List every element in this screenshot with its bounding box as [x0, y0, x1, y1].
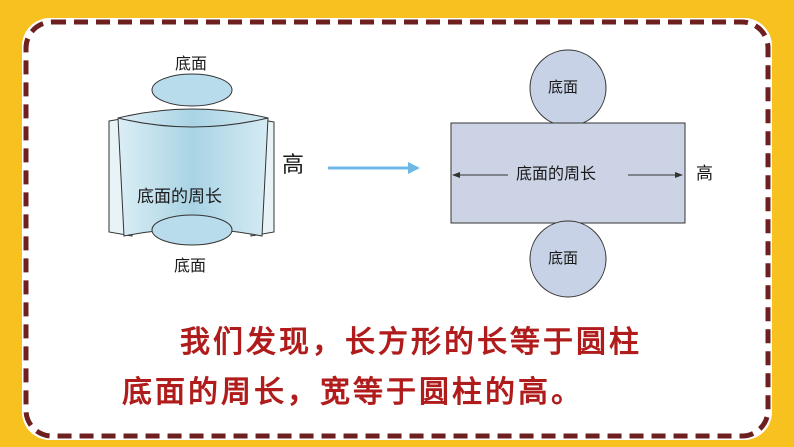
top-base-ellipse [151, 73, 233, 107]
net-bottom-circle-label: 底面 [548, 249, 579, 267]
net-rectangle [450, 122, 686, 224]
net-top-circle-label: 底面 [548, 78, 579, 96]
cylinder-perimeter-label: 底面的周长 [137, 187, 222, 207]
bottom-base-ellipse [151, 214, 233, 246]
surface-top-edge [117, 117, 269, 128]
frame-border [23, 19, 771, 439]
unrolling-cylinder [108, 73, 275, 246]
cylinder-top-base-label: 底面 [175, 54, 208, 73]
transform-arrow [328, 162, 420, 174]
cylinder-bottom-base-label: 底面 [174, 256, 207, 275]
net-bottom-circle [529, 220, 607, 298]
conclusion-line-1: 我们发现，长方形的长等于圆柱 [180, 325, 642, 360]
net-height-label: 高 [696, 164, 713, 184]
conclusion-line-2: 底面的周长，宽等于圆柱的高。 [122, 375, 584, 410]
cylinder-height-label: 高 [282, 153, 305, 178]
net-length-label: 底面的周长 [516, 164, 597, 183]
cylinder-net [450, 49, 686, 298]
